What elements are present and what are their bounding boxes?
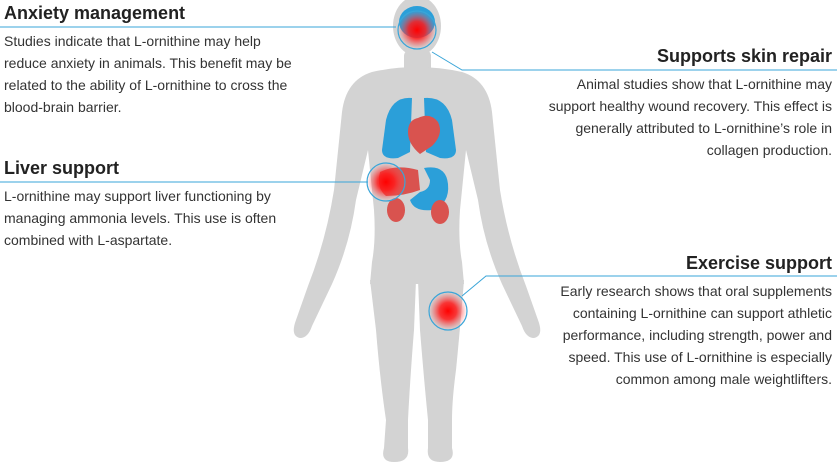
callout-liver: Liver support L-ornithine may support li… — [4, 157, 304, 251]
exercise-leader — [461, 275, 837, 297]
left-leg-shape — [370, 280, 416, 462]
callout-skin-text: Animal studies show that L-ornithine may… — [548, 76, 832, 158]
leader-lines — [0, 26, 837, 297]
callout-liver-title: Liver support — [4, 158, 120, 178]
hotspot-head — [397, 10, 437, 50]
callout-liver-text: L-ornithine may support liver functionin… — [4, 188, 277, 248]
hotspot-thigh — [428, 291, 468, 331]
left-lung-shape — [382, 97, 412, 159]
left-kidney-shape — [387, 198, 405, 222]
hotspots — [366, 10, 468, 331]
callout-exercise-title: Exercise support — [685, 253, 832, 273]
callout-anxiety: Anxiety management Studies indicate that… — [4, 2, 304, 118]
callout-exercise: Exercise support Early research shows th… — [536, 252, 832, 390]
stomach-shape — [410, 167, 449, 211]
hotspot-liver — [366, 162, 406, 202]
callout-skin-title: Supports skin repair — [656, 46, 832, 66]
heart-shape — [408, 115, 440, 154]
callout-exercise-text: Early research shows that oral supplemen… — [560, 283, 832, 387]
callout-anxiety-title: Anxiety management — [4, 3, 186, 23]
right-kidney-shape — [431, 200, 449, 224]
callout-skin: Supports skin repair Animal studies show… — [536, 45, 832, 161]
callout-anxiety-text: Studies indicate that L-ornithine may he… — [4, 33, 292, 115]
skin-leader — [431, 51, 837, 71]
human-silhouette — [293, 0, 541, 462]
